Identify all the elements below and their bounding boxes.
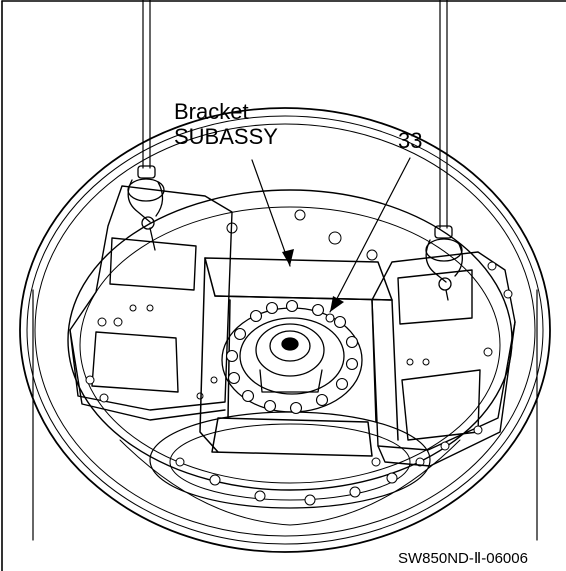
- callout-leaders: [251, 157, 411, 313]
- bracket-subassy-frame: [199, 257, 399, 457]
- arrowhead-33: [330, 296, 344, 312]
- right-bracket-arm: [371, 251, 516, 467]
- left-lifting-hook: [127, 165, 165, 251]
- left-bracket-arm: [69, 185, 233, 421]
- leader-bracket-subassy: [251, 159, 291, 267]
- arrowhead-bracket-subassy: [282, 249, 294, 266]
- callout-bracket-line1: Bracket: [174, 99, 249, 124]
- callout-bracket-line2: SUBASSY: [174, 124, 278, 149]
- hub-assembly: [221, 299, 363, 415]
- callout-part-33: 33: [398, 128, 423, 153]
- lifting-rods: [142, 0, 448, 229]
- leader-33: [329, 157, 411, 313]
- disc-bolts: [175, 209, 425, 506]
- right-lifting-hook: [425, 225, 463, 301]
- figure-code: SW850ND-Ⅱ-06006: [398, 550, 528, 567]
- vessel-outer-shell: [19, 107, 551, 553]
